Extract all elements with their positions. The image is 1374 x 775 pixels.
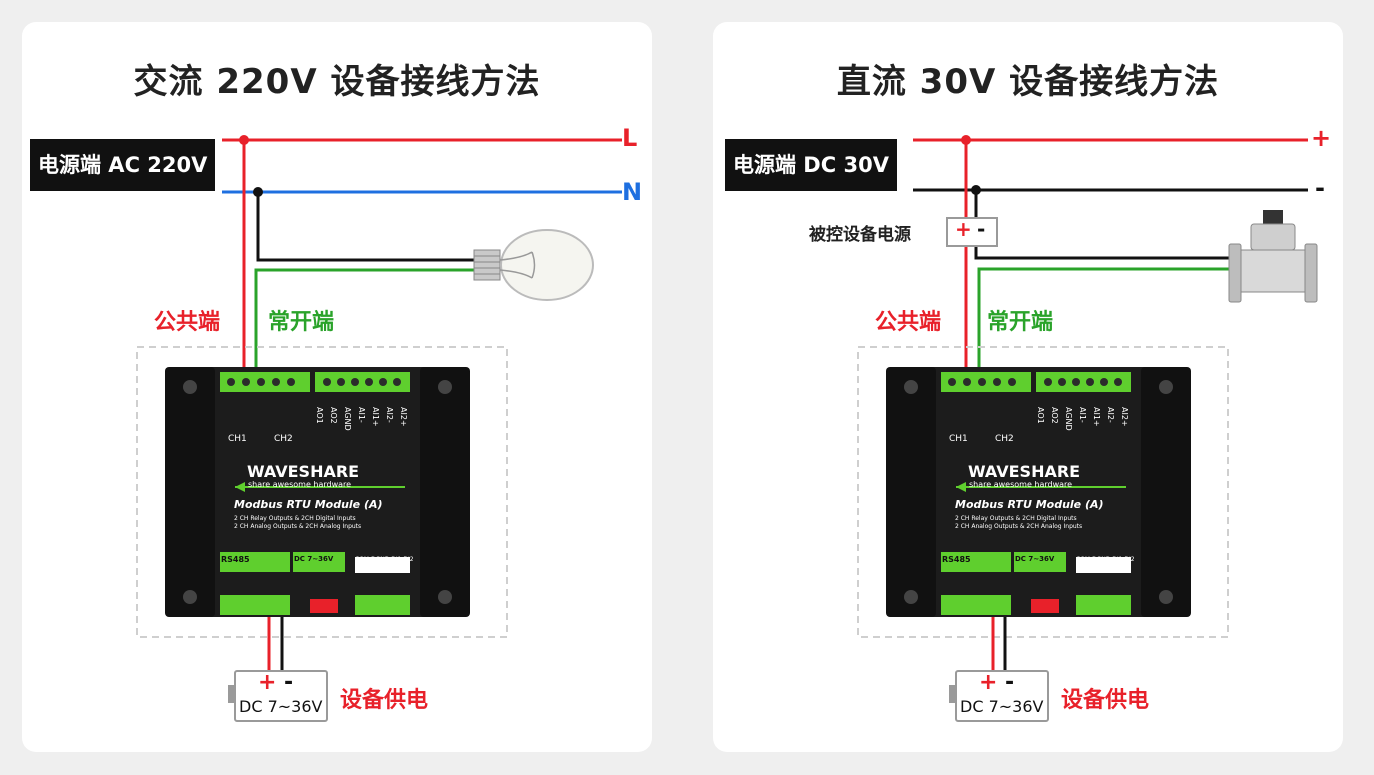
ac-module-desc-1: 2 CH Relay Outputs & 2CH Digital Inputs: [234, 515, 356, 522]
ac-neutral-to-load-wire: [256, 192, 492, 262]
module-pin-label: AO1: [315, 407, 324, 424]
dc-module-desc-1: 2 CH Relay Outputs & 2CH Digital Inputs: [955, 515, 1077, 522]
dc-supply-label: 设备供电: [1061, 688, 1150, 713]
dc-line-minus-label: -: [1315, 174, 1325, 202]
ac-psu-box: [234, 670, 328, 722]
ac-module-name: Modbus RTU Module (A): [234, 498, 383, 511]
dc-module-brand: WAVESHARE: [968, 462, 1081, 481]
ac-line-l-label: L: [622, 124, 638, 152]
dc-line-plus-label: +: [1311, 124, 1332, 152]
dc-controlled-power-box: [946, 217, 998, 247]
ac-module-bottom-pins: COM DGND DI1 DI2: [355, 556, 414, 563]
dc-relay-module: AO1 AO2 AGND AI1- AI1+ AI2- AI2+: [886, 367, 1191, 617]
dc-module-name: Modbus RTU Module (A): [955, 498, 1104, 511]
module-pin-label: AI1+: [1092, 407, 1101, 427]
dc-common-label: 公共端: [875, 310, 942, 335]
dc-positive-junction: [961, 135, 971, 145]
dc-psu-range: DC 7~36V: [960, 697, 1044, 716]
ac-module-desc-2: 2 CH Analog Outputs & 2CH Analog Inputs: [234, 523, 362, 530]
dc-module-rs485: RS485: [942, 555, 971, 564]
ac-module-frame: [136, 346, 508, 638]
ac-no-wire: [254, 268, 492, 377]
dc-controlled-plus: +: [955, 217, 972, 241]
module-pin-label: AO2: [1050, 407, 1059, 424]
module-pin-label: AO1: [1036, 407, 1045, 424]
dc-ch1-label: CH1: [949, 434, 968, 444]
dc-psu-box: [955, 670, 1049, 722]
dc-ch2-label: CH2: [995, 434, 1014, 444]
dc-negative-to-load-wire: [974, 190, 1248, 260]
dc-module-desc-2: 2 CH Analog Outputs & 2CH Analog Inputs: [955, 523, 1083, 530]
module-pin-label: AGND: [343, 407, 352, 431]
ac-neutral-junction: [253, 187, 263, 197]
dc-psu-plus: +: [979, 670, 998, 695]
ac-source-label: 电源端 AC 220V: [30, 139, 216, 191]
module-pin-label: AI2+: [399, 407, 408, 427]
ac-module-brand: WAVESHARE: [247, 462, 360, 481]
ac-no-label: 常开端: [268, 310, 335, 335]
dc-no-wire: [977, 267, 1248, 377]
module-pin-label: AI2-: [1106, 407, 1115, 423]
light-bulb-icon: [473, 229, 594, 301]
ac-wiring-diagram: AO1 AO2 AGND AI1- AI1+ AI2- AI2+: [136, 135, 622, 682]
dc-psu-minus: -: [1005, 670, 1015, 695]
ac-title: 交流 220V 设备接线方法: [133, 62, 541, 102]
dc-module-tagline: share awesome hardware: [969, 480, 1073, 489]
module-pin-label: AI1-: [357, 407, 366, 423]
ac-relay-module: AO1 AO2 AGND AI1- AI1+ AI2- AI2+: [165, 367, 470, 617]
ac-wiring-panel: AO1 AO2 AGND AI1- AI1+ AI2- AI2+ 交流 220V 设备接线方…: [22, 22, 652, 752]
module-pin-label: AI1+: [371, 407, 380, 427]
ac-supply-label: 设备供电: [340, 688, 429, 713]
ac-psu-minus: -: [284, 670, 294, 695]
ac-ch2-label: CH2: [274, 434, 293, 444]
module-pin-label: AO2: [329, 407, 338, 424]
dc-module-frame: [857, 346, 1229, 638]
dc-wiring-diagram: AO1 AO2 AGND AI1- AI1+ AI2- AI2+: [857, 135, 1318, 682]
dc-module-bottom-pins: COM DGND DI1 DI2: [1076, 556, 1135, 563]
ac-module-rs485: RS485: [221, 555, 250, 564]
ac-psu-plus: +: [258, 670, 277, 695]
ac-module-tagline: share awesome hardware: [248, 480, 352, 489]
dc-psu-tab: [949, 685, 955, 703]
dc-controlled-power-label: 被控设备电源: [809, 225, 911, 245]
module-pin-label: AI2+: [1120, 407, 1129, 427]
module-pin-label: AI2-: [385, 407, 394, 423]
dc-module-dc-in: DC 7~36V: [1015, 555, 1055, 563]
ac-module-dc-in: DC 7~36V: [294, 555, 334, 563]
ac-ch1-label: CH1: [228, 434, 247, 444]
dc-title: 直流 30V 设备接线方法: [836, 62, 1220, 102]
dc-negative-junction: [971, 185, 981, 195]
ac-common-label: 公共端: [154, 310, 221, 335]
module-pin-label: AGND: [1064, 407, 1073, 431]
ac-psu-tab: [228, 685, 234, 703]
dc-source-label: 电源端 DC 30V: [725, 139, 897, 191]
dc-no-label: 常开端: [987, 310, 1054, 335]
ac-line-n-label: N: [622, 178, 643, 206]
ac-live-junction: [239, 135, 249, 145]
dc-wiring-panel: AO1 AO2 AGND AI1- AI1+ AI2- AI2+ 直流 30V 设备接线方法…: [713, 22, 1343, 752]
dc-controlled-minus: -: [977, 217, 986, 241]
module-pin-label: AI1-: [1078, 407, 1087, 423]
solenoid-valve-icon: [1228, 210, 1318, 303]
ac-psu-range: DC 7~36V: [239, 697, 323, 716]
